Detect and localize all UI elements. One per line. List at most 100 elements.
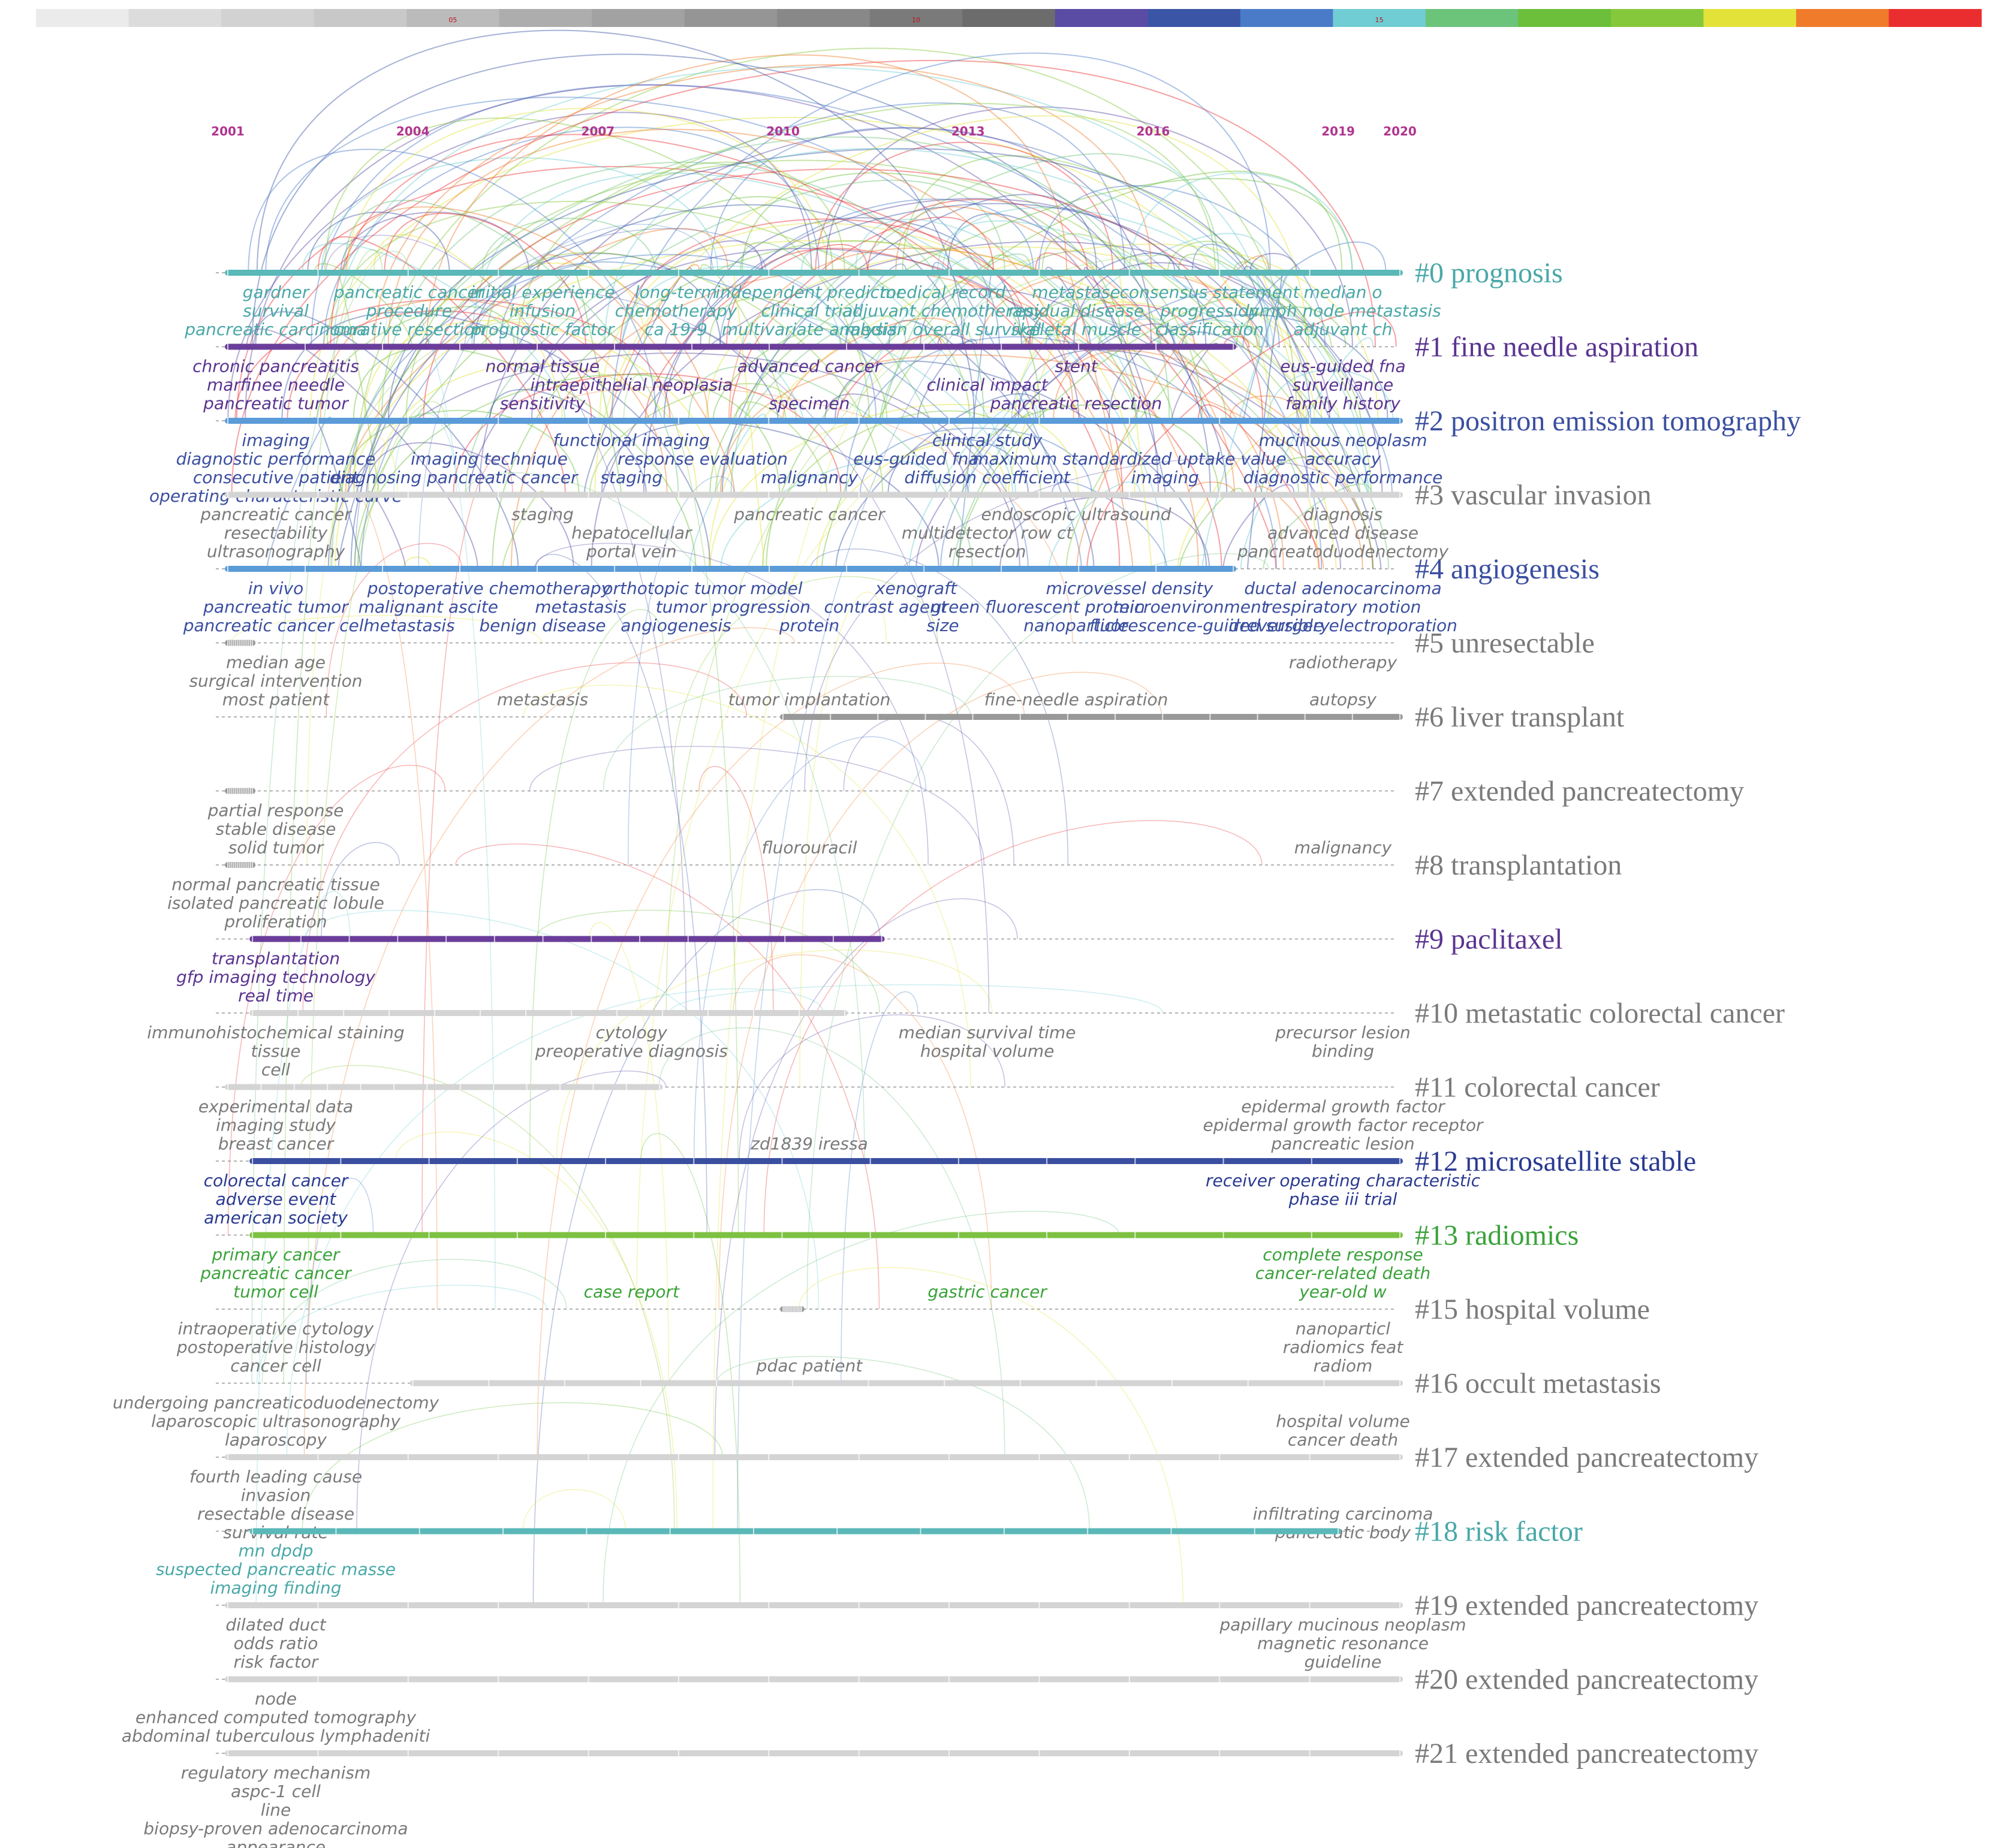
colorbar-cell <box>128 9 222 27</box>
citation-arc <box>810 548 1069 866</box>
citation-arc <box>688 366 973 569</box>
cluster-keyword: xenograft <box>875 578 957 598</box>
cluster-keyword: hospital volume <box>1276 1412 1410 1431</box>
citation-arc <box>1071 339 1138 421</box>
cluster-keyword: portal vein <box>586 542 677 562</box>
citation-arc <box>363 319 719 495</box>
cluster-keyword: malignancy <box>1294 838 1392 858</box>
citation-arc <box>1263 483 1372 569</box>
citation-arc <box>737 251 1106 1532</box>
citation-arc <box>902 155 1372 495</box>
cluster-keyword: skeletal muscle <box>1011 319 1141 339</box>
cluster-keyword: aspc-1 cell <box>231 1781 321 1801</box>
citation-arc <box>502 490 545 569</box>
cluster-keyword: green fluorescent protein <box>931 597 1145 617</box>
year-tick-label: 2019 <box>1321 124 1355 138</box>
cluster-row-10: #10 metastatic colorectal cancerimmunohi… <box>147 997 1785 1080</box>
citation-arc <box>344 200 679 495</box>
cluster-keyword: radiom <box>1314 1356 1373 1376</box>
citation-arc <box>510 269 1199 569</box>
colorbar-cell <box>1610 9 1704 27</box>
cluster-keyword: zd1839 iressa <box>750 1134 868 1154</box>
cluster-label: #2 positron emission tomography <box>1415 405 1801 437</box>
cluster-keyword: clinical study <box>932 430 1043 450</box>
citation-arc <box>327 474 438 1310</box>
citation-arc <box>698 765 774 1014</box>
cluster-keyword: epidermal growth factor <box>1241 1097 1445 1117</box>
citation-arc <box>327 352 1020 569</box>
citation-arc <box>345 206 709 421</box>
citation-arc <box>1021 333 1071 347</box>
citation-arc <box>231 60 1376 495</box>
cluster-keyword: in vivo <box>248 578 303 598</box>
citation-arc <box>523 685 971 1087</box>
cluster-keyword: odds ratio <box>234 1633 318 1653</box>
cluster-keyword: microenvironment <box>1113 597 1269 617</box>
citation-arc <box>693 736 927 1162</box>
citation-arc <box>881 267 950 421</box>
citation-arc <box>1177 401 1340 569</box>
cluster-keyword: ultrasonography <box>207 542 345 562</box>
cluster-keyword: prognostic factor <box>471 319 615 339</box>
cluster-keyword: specimen <box>769 394 850 414</box>
cluster-keyword: adverse event <box>216 1189 337 1209</box>
colorbar-label: 05 <box>448 16 457 24</box>
citation-arc <box>843 715 1015 866</box>
cluster-keyword: infiltrating carcinoma <box>1253 1504 1433 1524</box>
cluster-keyword: lymph node metastasis <box>1245 301 1441 321</box>
cluster-keyword: radiomics feat <box>1283 1337 1404 1357</box>
citation-arc <box>663 203 1207 421</box>
citation-arc <box>303 627 796 1458</box>
cluster-keyword: procedure <box>366 301 452 321</box>
cluster-keyword: intraepithelial neoplasia <box>531 375 733 395</box>
cluster-keyword: tumor implantation <box>728 690 891 710</box>
cluster-keyword: metastasis <box>497 690 588 710</box>
citation-arc <box>347 107 828 273</box>
citation-arc <box>535 554 707 1235</box>
cluster-keyword: partial response <box>207 801 344 821</box>
citation-arc <box>1177 253 1362 421</box>
citation-arc <box>283 249 383 1383</box>
citation-arc <box>730 216 995 421</box>
cluster-keyword: consecutive patient <box>193 468 359 487</box>
cluster-keyword: pancreatic carcinoma <box>184 319 367 339</box>
citation-arc <box>353 47 1297 495</box>
citation-arc <box>824 393 969 495</box>
citation-arc <box>265 97 1000 347</box>
year-tick-label: 2007 <box>582 124 615 138</box>
cluster-label: #12 microsatellite stable <box>1415 1145 1696 1177</box>
citation-arc <box>732 954 992 1310</box>
citation-arc <box>1014 289 1323 421</box>
citation-arc <box>821 334 949 569</box>
citation-arc <box>804 457 1346 791</box>
cluster-label: #13 radiomics <box>1415 1220 1579 1252</box>
cluster-keyword: appearance <box>226 1837 326 1848</box>
citation-arc <box>1249 253 1298 273</box>
cluster-keyword: proliferation <box>224 912 327 931</box>
cluster-keyword: imaging finding <box>210 1578 341 1598</box>
citation-arc <box>302 1402 723 1532</box>
citation-arc <box>230 615 542 643</box>
citation-arc <box>719 198 1034 347</box>
cluster-keyword: american society <box>204 1208 348 1228</box>
colorbar-cell <box>1240 9 1333 27</box>
citation-arc <box>1118 272 1152 569</box>
colorbar-cell <box>1703 9 1797 27</box>
citation-arc <box>556 949 993 1162</box>
cluster-keyword: magnetic resonance <box>1257 1633 1429 1653</box>
cluster-keyword: functional imaging <box>553 430 710 450</box>
cluster-keyword: colorectal cancer <box>204 1171 349 1190</box>
cluster-keyword: pancreatic tumor <box>203 394 349 414</box>
citation-arc <box>405 159 1203 421</box>
cluster-keyword: consensus statement <box>1120 282 1300 302</box>
citation-arc <box>1171 342 1219 421</box>
citation-arc <box>387 148 1268 421</box>
cluster-keyword: maximum standardized uptake value <box>972 449 1287 469</box>
citation-arc <box>668 984 1163 1014</box>
citation-arc <box>1247 272 1284 569</box>
citation-arc <box>845 336 1277 569</box>
cluster-keyword: multivariate analysis <box>722 319 897 339</box>
cluster-keyword: ca 19-9 <box>644 319 707 339</box>
cluster-keyword: survival <box>243 301 309 321</box>
